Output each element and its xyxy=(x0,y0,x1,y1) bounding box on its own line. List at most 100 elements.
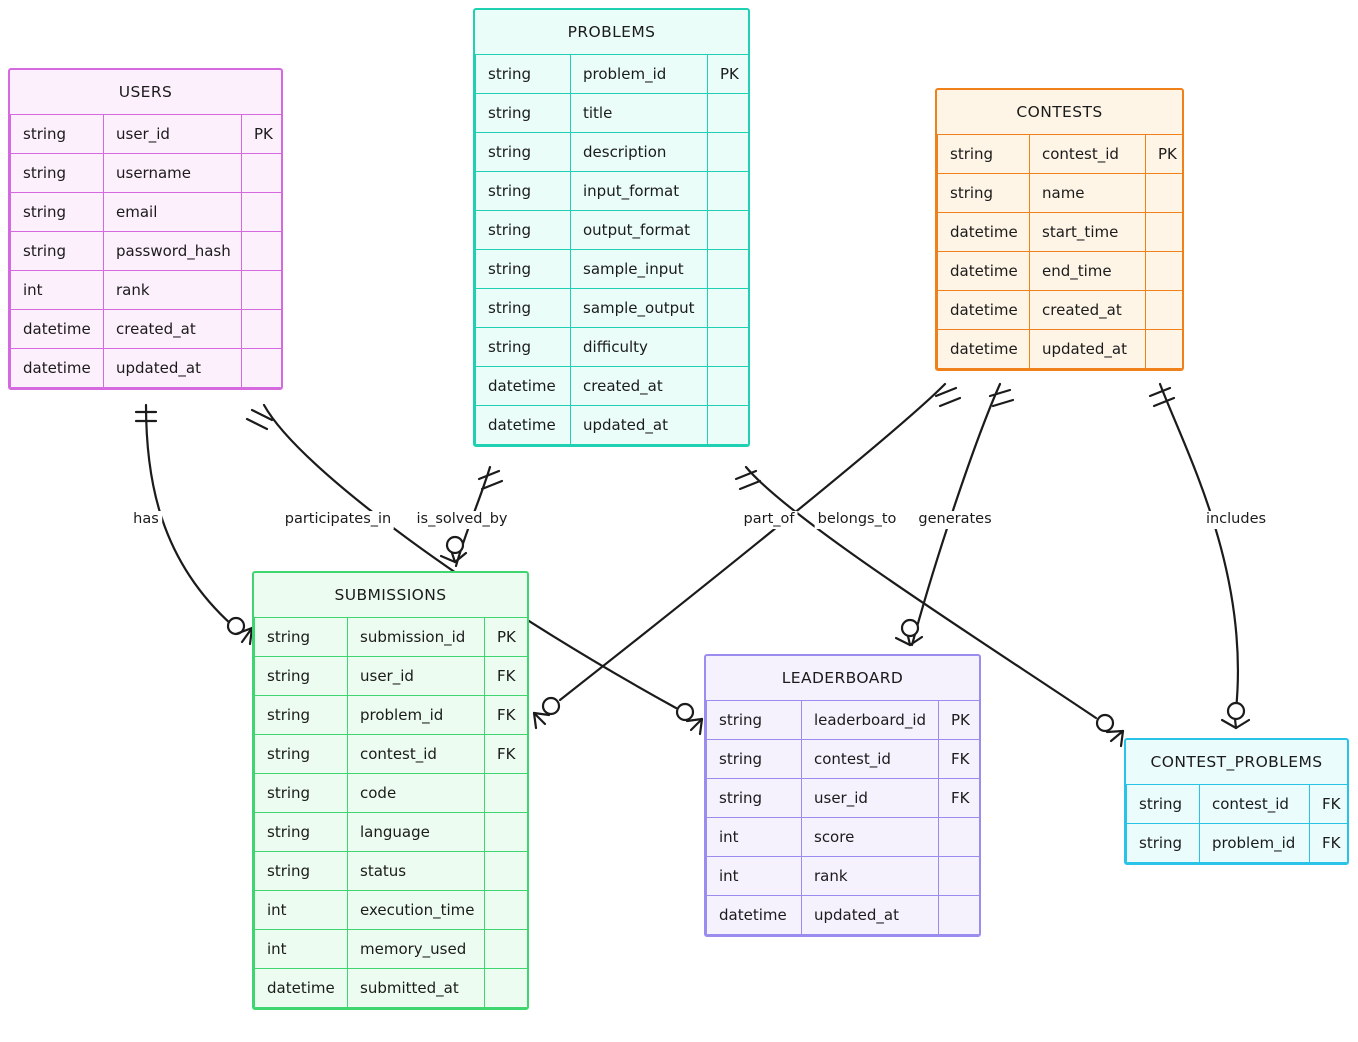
attribute-type: string xyxy=(706,778,802,818)
attribute-name: score xyxy=(801,817,939,857)
attribute-name: updated_at xyxy=(570,405,708,445)
attribute-name: updated_at xyxy=(103,348,242,388)
attribute-type: string xyxy=(254,851,348,891)
attribute-name: email xyxy=(103,192,242,232)
attribute-key-badge xyxy=(241,231,281,271)
attribute-type: string xyxy=(475,288,571,328)
attribute-name: user_id xyxy=(347,656,485,696)
attribute-name: created_at xyxy=(570,366,708,406)
attribute-name: submitted_at xyxy=(347,968,485,1008)
attribute-name: code xyxy=(347,773,485,813)
attribute-type: string xyxy=(1126,823,1200,863)
attribute-key-badge xyxy=(707,327,748,367)
attribute-type: int xyxy=(10,270,104,310)
attribute-key-badge xyxy=(241,270,281,310)
attribute-type: string xyxy=(10,231,104,271)
marker-many-submissions-belongsto xyxy=(532,696,561,730)
attribute-type: datetime xyxy=(10,309,104,349)
attribute-key-badge: PK xyxy=(241,114,281,154)
attribute-name: updated_at xyxy=(801,895,939,935)
attribute-key-badge xyxy=(938,895,979,935)
attribute-type: datetime xyxy=(937,212,1030,252)
attribute-name: submission_id xyxy=(347,617,485,657)
edge-includes xyxy=(1158,382,1240,712)
attribute-key-badge: FK xyxy=(938,739,979,779)
attribute-key-badge: PK xyxy=(938,700,979,740)
attribute-type: string xyxy=(254,812,348,852)
entity-title-contest_problems: CONTEST_PROBLEMS xyxy=(1150,753,1323,771)
attribute-name: output_format xyxy=(570,210,708,250)
attribute-key-badge xyxy=(241,348,281,388)
entity-title-problems: PROBLEMS xyxy=(567,23,656,41)
attribute-key-badge xyxy=(241,309,281,349)
relationship-label-is-solved-by: is_solved_by xyxy=(413,511,511,529)
relationship-label-belongs-to: belongs_to xyxy=(814,511,900,529)
attribute-type: string xyxy=(254,773,348,813)
attribute-name: password_hash xyxy=(103,231,242,271)
attribute-type: string xyxy=(475,249,571,289)
marker-one-contests-belongsto xyxy=(934,386,962,408)
attribute-name: end_time xyxy=(1029,251,1146,291)
attribute-name: rank xyxy=(103,270,242,310)
attribute-name: contest_id xyxy=(347,734,485,774)
attribute-key-badge xyxy=(1145,290,1182,330)
attribute-type: string xyxy=(706,700,802,740)
attribute-name: title xyxy=(570,93,708,133)
attribute-key-badge xyxy=(707,93,748,133)
attribute-name: memory_used xyxy=(347,929,485,969)
relationship-label-part-of: part_of xyxy=(740,511,798,529)
attribute-key-badge xyxy=(1145,251,1182,291)
attribute-key-badge xyxy=(707,132,748,172)
attribute-type: int xyxy=(706,856,802,896)
marker-many-submissions-has xyxy=(226,616,254,646)
attribute-key-badge xyxy=(484,851,527,891)
attribute-name: name xyxy=(1029,173,1146,213)
attribute-key-badge xyxy=(241,153,281,193)
attribute-key-badge: PK xyxy=(1145,134,1182,174)
attribute-type: int xyxy=(254,929,348,969)
marker-one-problems-issolved xyxy=(477,469,504,491)
attribute-name: problem_id xyxy=(1199,823,1310,863)
attribute-type: string xyxy=(937,134,1030,174)
attribute-key-badge xyxy=(707,288,748,328)
attribute-key-badge xyxy=(1145,212,1182,252)
attribute-type: string xyxy=(937,173,1030,213)
relationship-label-generates: generates xyxy=(915,511,995,529)
attribute-type: string xyxy=(475,171,571,211)
attribute-key-badge xyxy=(484,812,527,852)
attribute-name: problem_id xyxy=(570,54,708,94)
attribute-key-badge xyxy=(241,192,281,232)
attribute-name: contest_id xyxy=(1029,134,1146,174)
attribute-key-badge xyxy=(484,968,527,1008)
